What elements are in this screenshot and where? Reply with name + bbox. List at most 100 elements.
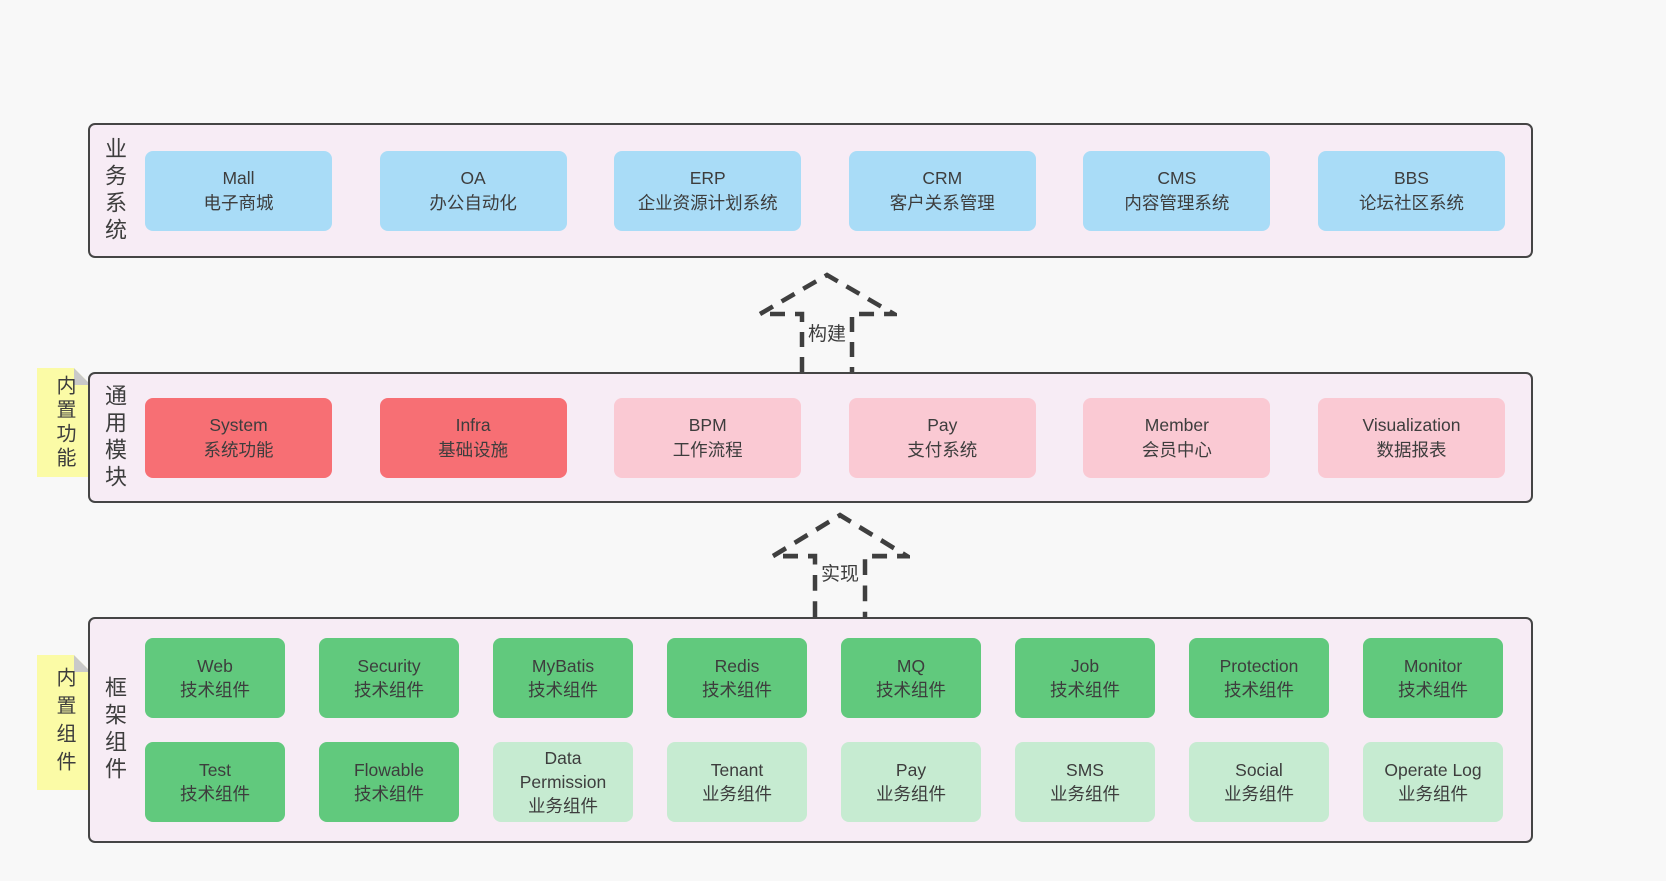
arrow-label: 构建 [805, 318, 849, 347]
box-subtitle: 技术组件 [876, 680, 946, 700]
box-subtitle: 论坛社区系统 [1358, 192, 1464, 213]
box-crm: CRM 客户关系管理 [848, 150, 1036, 231]
box-title: Monitor [1403, 656, 1463, 676]
dashed-up-arrow-icon [757, 272, 897, 372]
layer-label: 业务系统 [102, 136, 127, 245]
box-row: Mall 电子商城 OA 办公自动化 ERP 企业资源计划系统 CRM 客户关系管理 CMS 内容… [145, 150, 1505, 231]
box-title: MyBatis [531, 656, 595, 676]
box-subtitle: 内容管理系统 [1124, 192, 1230, 213]
note-label: 内置功能 [53, 374, 75, 471]
box-erp: ERP 企业资源计划系统 [614, 150, 802, 231]
dashed-up-arrow-icon [770, 512, 910, 617]
box-sms: SMS 业务组件 [1015, 742, 1155, 822]
box-subtitle: 系统功能 [203, 439, 274, 460]
box-monitor: Monitor 技术组件 [1363, 638, 1503, 718]
box-tenant: Tenant 业务组件 [667, 742, 807, 822]
box-title: OA [460, 167, 486, 188]
layer-label: 通用模块 [102, 383, 127, 492]
box-subtitle: 数据报表 [1376, 439, 1447, 460]
box-mq: MQ 技术组件 [841, 638, 981, 718]
box-subtitle: 技术组件 [1398, 680, 1468, 700]
box-title: BBS [1393, 167, 1429, 188]
box-subtitle: 技术组件 [702, 680, 772, 700]
box-mybatis: MyBatis 技术组件 [493, 638, 633, 718]
box-title: CMS [1157, 167, 1197, 188]
box-title: System [209, 414, 268, 435]
box-security: Security 技术组件 [319, 638, 459, 718]
box-title: Social [1235, 760, 1283, 780]
box-system: System 系统功能 [145, 397, 332, 478]
box-subtitle: 企业资源计划系统 [637, 192, 778, 213]
box-subtitle: 业务组件 [1050, 784, 1120, 804]
box-protection: Protection 技术组件 [1189, 638, 1329, 718]
box-test: Test 技术组件 [145, 742, 285, 822]
box-title: Visualization [1362, 414, 1461, 435]
box-subtitle: 基础设施 [438, 439, 509, 460]
box-title: Mall [222, 167, 255, 188]
box-subtitle: 电子商城 [203, 192, 274, 213]
box-job: Job 技术组件 [1015, 638, 1155, 718]
box-title: Pay [895, 760, 927, 780]
box-subtitle: 业务组件 [1224, 784, 1294, 804]
box-bpm: BPM 工作流程 [614, 397, 802, 478]
box-cms: CMS 内容管理系统 [1083, 150, 1271, 231]
box-subtitle: 工作流程 [672, 439, 743, 460]
box-mall: Mall 电子商城 [145, 150, 332, 231]
layer-common-modules: 通用模块 System 系统功能 Infra 基础设施 BPM 工作流程 Pay 支付系统 Me… [88, 372, 1533, 503]
box-subtitle: 业务组件 [1398, 784, 1468, 804]
box-title: SMS [1066, 760, 1104, 780]
box-visualization: Visualization 数据报表 [1317, 397, 1505, 478]
build-arrow: 构建 [757, 272, 897, 372]
box-title: Security [357, 656, 421, 676]
sticky-note-builtin-features: 内置功能 [37, 368, 91, 477]
box-subtitle: 业务组件 [876, 784, 946, 804]
box-subtitle: 技术组件 [354, 680, 424, 700]
box-title: MQ [896, 656, 926, 676]
box-subtitle: 办公自动化 [429, 192, 517, 213]
box-infra: Infra 基础设施 [379, 397, 567, 478]
box-subtitle: 技术组件 [354, 784, 424, 804]
box-pay: Pay 业务组件 [841, 742, 981, 822]
box-subtitle: 技术组件 [1224, 680, 1294, 700]
box-subtitle: 技术组件 [180, 784, 250, 804]
box-title: Job [1070, 656, 1100, 676]
layer-label: 框架组件 [102, 676, 127, 784]
box-title: Protection [1219, 656, 1299, 676]
box-bbs: BBS 论坛社区系统 [1317, 150, 1505, 231]
layer-business-systems: 业务系统 Mall 电子商城 OA 办公自动化 ERP 企业资源计划系统 CRM 客户关系管理… [88, 123, 1533, 258]
box-flowable: Flowable 技术组件 [319, 742, 459, 822]
box-oa: OA 办公自动化 [379, 150, 567, 231]
box-social: Social 业务组件 [1189, 742, 1329, 822]
box-title: Flowable [353, 760, 425, 780]
box-title: Infra [455, 414, 491, 435]
implement-arrow: 实现 [770, 512, 910, 617]
box-subtitle: 技术组件 [528, 680, 598, 700]
box-subtitle: 会员中心 [1141, 439, 1212, 460]
box-subtitle: 业务组件 [528, 796, 598, 816]
box-subtitle: 技术组件 [180, 680, 250, 700]
box-subtitle: 技术组件 [1050, 680, 1120, 700]
sticky-note-builtin-components: 内置组件 [37, 655, 91, 790]
box-operate-log: Operate Log 业务组件 [1363, 742, 1503, 822]
box-pay: Pay 支付系统 [848, 397, 1036, 478]
box-title: BPM [688, 414, 727, 435]
box-subtitle: 客户关系管理 [889, 192, 995, 213]
box-title: CRM [922, 167, 963, 188]
box-title: Pay [927, 414, 958, 435]
box-title: Redis [714, 656, 760, 676]
box-title: Operate Log [1384, 760, 1482, 780]
box-title: Tenant [710, 760, 764, 780]
box-subtitle: 支付系统 [907, 439, 978, 460]
box-subtitle: 业务组件 [702, 784, 772, 804]
box-title: ERP [689, 167, 726, 188]
box-title: Test [198, 760, 232, 780]
arrow-label: 实现 [818, 558, 862, 587]
box-title: Data Permission [519, 748, 607, 792]
box-data-permission: Data Permission 业务组件 [493, 742, 633, 822]
